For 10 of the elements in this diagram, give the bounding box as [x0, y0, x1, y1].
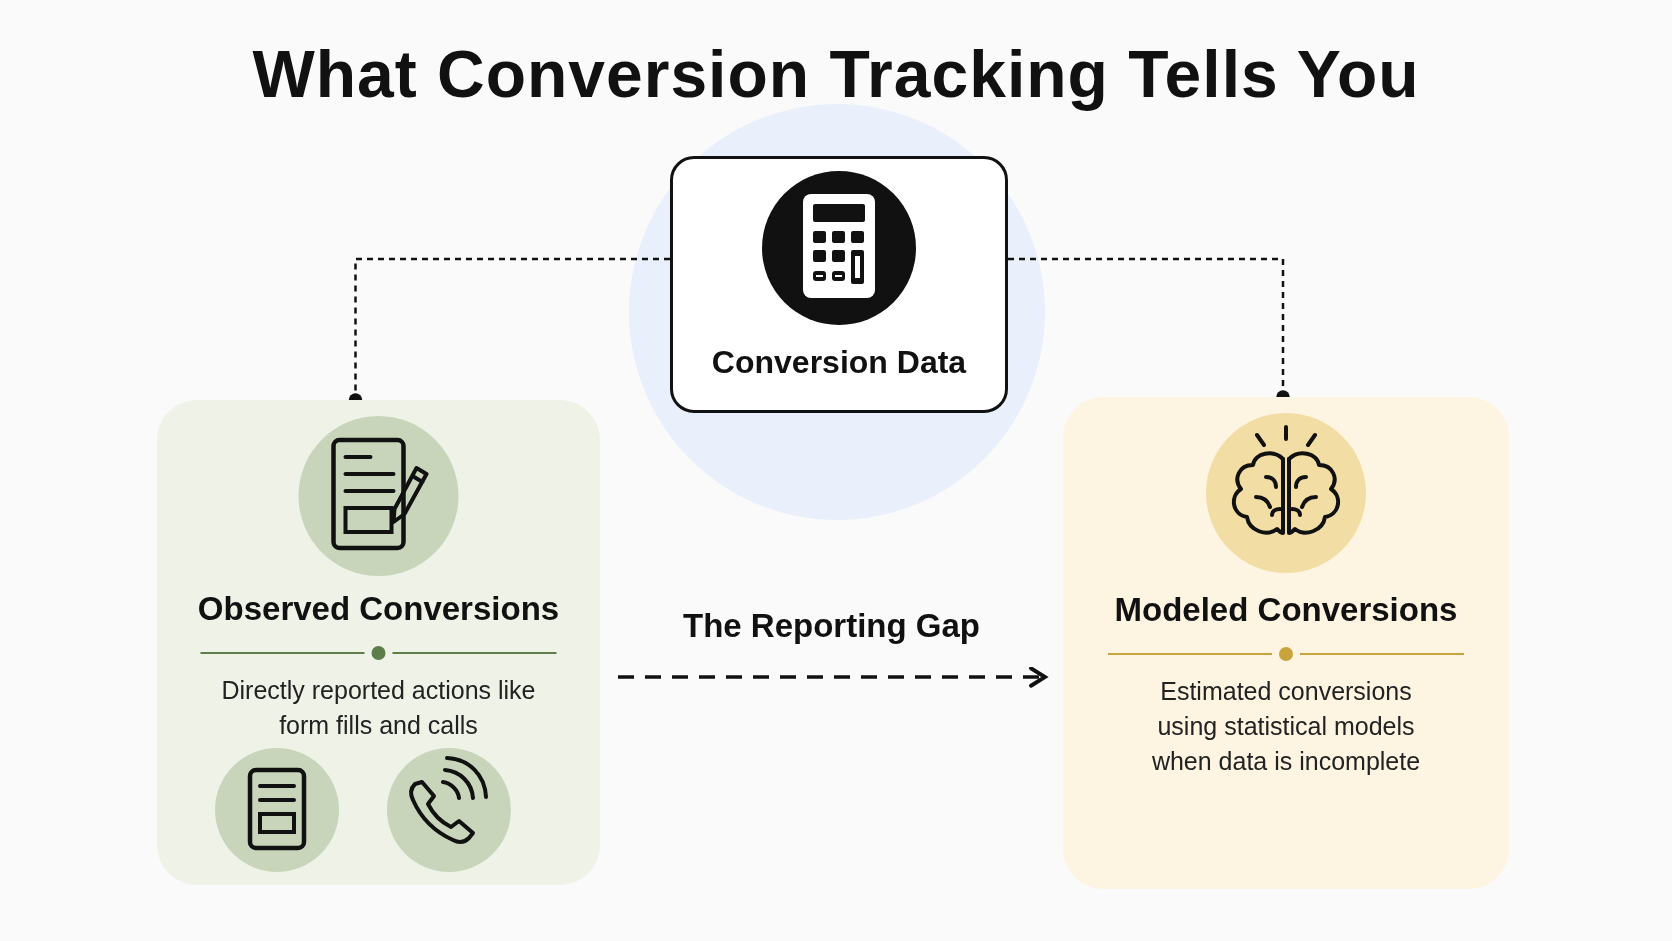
- title: What Conversion Tracking Tells You: [251, 36, 1421, 112]
- modeled-card: [1063, 397, 1509, 889]
- observed-card: [157, 400, 600, 885]
- data-box: [670, 156, 1008, 413]
- card-description: Directly reported actions like form fills and calls: [220, 675, 537, 741]
- card-title: Modeled Conversions: [1113, 591, 1459, 629]
- card-title: Observed Conversions: [196, 590, 561, 628]
- node-title: Conversion Data: [710, 344, 968, 381]
- card-description: Estimated conversions using statistical models when data is incomplete: [1150, 676, 1422, 777]
- dashed-arrow: [618, 666, 1047, 688]
